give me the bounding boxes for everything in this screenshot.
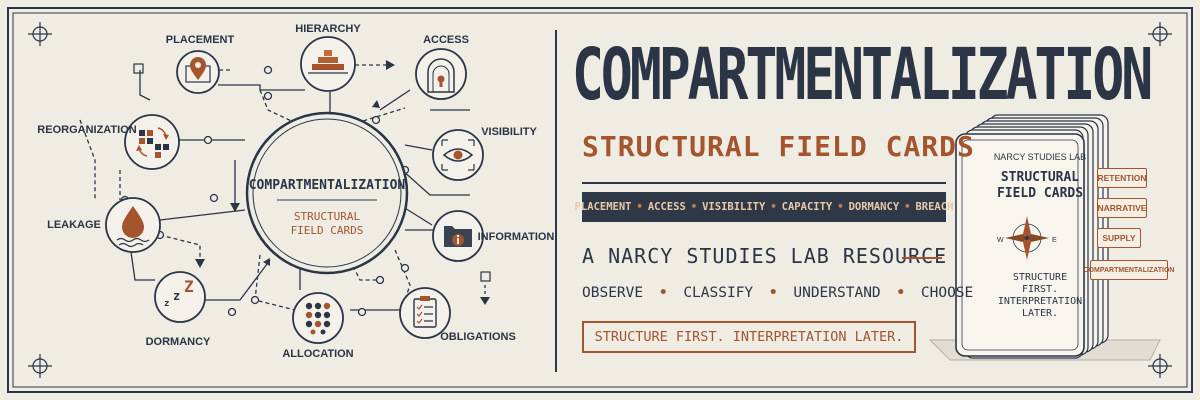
verb-understand: UNDERSTAND <box>793 285 881 301</box>
endpoint-squares <box>133 63 491 282</box>
card-deck: W E <box>928 114 1161 361</box>
tag-bar: PLACEMENT • ACCESS • VISIBILITY • CAPACI… <box>575 192 953 222</box>
hub-subtitle-line1: STRUCTURAL <box>294 210 361 223</box>
compass-rose-icon: W E <box>997 216 1057 260</box>
tag-dormancy: DORMANCY <box>848 201 900 213</box>
verb-separator: • <box>896 285 906 301</box>
node-leakage: LEAKAGE <box>47 197 161 253</box>
dot-grid-icon <box>305 302 331 335</box>
tag-separator: • <box>837 201 844 213</box>
node-label: PLACEMENT <box>166 34 235 46</box>
tag-separator: • <box>690 201 698 213</box>
card-motto-line2: FIRST. <box>1021 284 1059 295</box>
resource-line: A NARCY STUDIES LAB RESOURCE <box>582 244 948 268</box>
arrowheads <box>195 60 490 305</box>
card-motto-line3: INTERPRETATION <box>997 296 1083 307</box>
card-motto-line1: STRUCTURE <box>1012 272 1068 283</box>
node-information: INFORMATION <box>432 210 555 262</box>
sleep-zzz-icon: z z Z <box>164 277 194 309</box>
node-access: ACCESS <box>415 34 469 100</box>
node-label: VISIBILITY <box>481 126 537 138</box>
outer-frame <box>7 7 1193 393</box>
node-visibility: VISIBILITY <box>432 126 537 181</box>
front-card <box>955 133 1085 357</box>
resource-rule <box>902 257 942 259</box>
center-hub: COMPARTMENTALIZATION STRUCTURAL FIELD CA… <box>245 111 409 275</box>
clipboard-checklist-icon <box>413 296 437 328</box>
node-dormancy: z z Z DORMANCY <box>146 271 211 348</box>
tag-breach: BREACH <box>915 201 954 213</box>
tag-visibility: VISIBILITY <box>702 201 766 213</box>
inner-frame <box>12 12 1188 388</box>
verb-observe: OBSERVE <box>582 285 644 301</box>
verb-separator: • <box>658 285 668 301</box>
compass-e: E <box>1052 237 1057 244</box>
hero-title: COMPARTMENTALIZATION <box>572 34 1153 117</box>
node-label: OBLIGATIONS <box>440 331 516 343</box>
node-reorganization: REORGANIZATION <box>37 114 180 170</box>
node-label: ALLOCATION <box>282 348 353 360</box>
pyramid-icon <box>308 50 348 74</box>
node-placement: PLACEMENT <box>166 34 235 94</box>
crosshair-icon <box>1148 22 1172 46</box>
verb-classify: CLASSIFY <box>683 285 754 301</box>
card-title-line2: FIELD CARDS <box>996 186 1084 201</box>
card-tab-narrative: NARRATIVE <box>1097 198 1147 218</box>
tag-capacity: CAPACITY <box>781 201 833 213</box>
node-label: REORGANIZATION <box>37 124 136 136</box>
hero-subtitle: STRUCTURAL FIELD CARDS <box>582 130 975 163</box>
card-tab-supply: SUPPLY <box>1097 228 1141 248</box>
hub-inner-ring <box>252 118 402 268</box>
crosshair-icon <box>28 22 52 46</box>
water-drop-icon <box>116 206 150 248</box>
card-title-line1: STRUCTURAL <box>1000 170 1080 185</box>
node-label: INFORMATION <box>478 231 555 243</box>
node-obligations: OBLIGATIONS <box>399 287 516 343</box>
hero-rule <box>582 182 946 184</box>
hub-outer-ring <box>245 111 409 275</box>
card-tab-compartmentalization: COMPARTMENTALIZATION <box>1084 260 1175 280</box>
crosshair-icon <box>1148 354 1172 378</box>
keyhole-door-icon <box>427 58 455 93</box>
verb-list: OBSERVE • CLASSIFY • UNDERSTAND • CHOOSE <box>582 285 973 301</box>
node-label: ACCESS <box>423 34 469 46</box>
rearrange-arrows-icon <box>136 127 169 158</box>
card-motto: STRUCTURE FIRST. INTERPRETATION LATER. <box>992 272 1088 320</box>
verb-separator: • <box>768 285 778 301</box>
compass-w: W <box>997 237 1004 244</box>
eye-icon <box>441 139 475 171</box>
hub-title: COMPARTMENTALIZATION <box>249 178 406 193</box>
card-title: STRUCTURAL FIELD CARDS <box>984 170 1096 202</box>
tag-separator: • <box>904 201 911 213</box>
svg-text:z: z <box>173 289 180 303</box>
card-motto-line4: LATER. <box>1021 308 1059 319</box>
node-label: DORMANCY <box>146 336 211 348</box>
svg-text:Z: Z <box>184 277 194 296</box>
front-card-inner <box>961 139 1079 351</box>
node-allocation: ALLOCATION <box>282 292 354 360</box>
crosshair-icon <box>28 354 52 378</box>
tag-separator: • <box>770 201 777 213</box>
motto-box: STRUCTURE FIRST. INTERPRETATION LATER. <box>582 321 916 353</box>
map-pin-icon <box>185 57 211 83</box>
info-folder-icon <box>444 226 472 247</box>
svg-text:z: z <box>164 299 169 309</box>
node-label: LEAKAGE <box>47 219 101 231</box>
hub-subtitle-line2: FIELD CARDS <box>291 224 364 237</box>
tag-separator: • <box>636 201 643 213</box>
verb-choose: CHOOSE <box>920 285 974 301</box>
crosshair-icons <box>28 22 1172 378</box>
tag-placement: PLACEMENT <box>574 201 632 213</box>
node-hierarchy: HIERARCHY <box>295 23 361 92</box>
card-tab-retention: RETENTION <box>1097 168 1147 188</box>
node-label: HIERARCHY <box>295 23 361 35</box>
card-lab-name: NARCY STUDIES LAB <box>993 152 1087 162</box>
tag-access: ACCESS <box>647 201 686 213</box>
